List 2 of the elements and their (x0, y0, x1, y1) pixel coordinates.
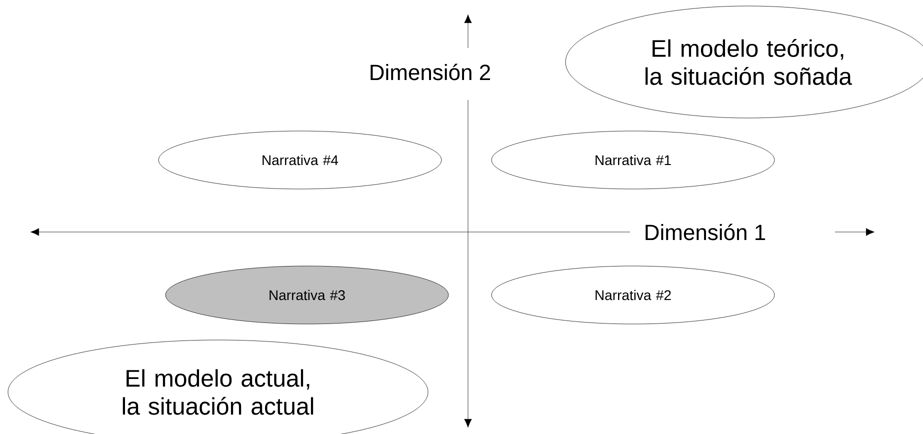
axis-label: Dimensión 1 (640, 220, 770, 244)
axis-label: Dimensión 2 (366, 60, 494, 84)
